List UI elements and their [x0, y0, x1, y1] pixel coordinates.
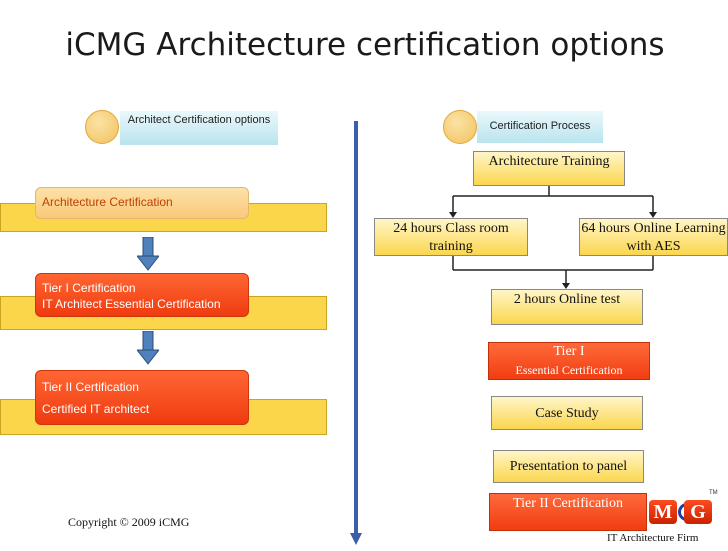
presentation-label: Presentation to panel — [509, 459, 628, 474]
online-test-box: 2 hours Online test — [491, 289, 643, 325]
tier1-essential-subtitle: Essential Certification — [515, 363, 623, 377]
tier1-certification-box: Tier I Certification IT Architect Essent… — [35, 273, 249, 317]
right-header-circle — [443, 110, 477, 144]
online-learning-box: 64 hours Online Learning with AES — [579, 218, 728, 256]
left-header-circle — [85, 110, 119, 144]
classroom-training-box: 24 hours Class room training — [374, 218, 528, 256]
copyright-text: Copyright © 2009 iCMG — [68, 515, 190, 529]
right-header-tab: Certification Process — [477, 111, 603, 143]
left-header-tab: Architect Certification options — [120, 111, 278, 145]
case-study-box: Case Study — [491, 396, 643, 430]
logo-letter-m: M — [649, 500, 677, 524]
case-study-label: Case Study — [535, 406, 599, 421]
down-arrow-icon — [135, 236, 161, 271]
right-header-label: Certification Process — [489, 120, 591, 132]
tier2-certification-box: Tier II Certification Certified IT archi… — [35, 370, 249, 425]
architecture-training-label: Architecture Training — [488, 154, 610, 169]
firm-caption: IT Architecture Firm — [607, 532, 699, 544]
tier2-certification-flow-label: Tier II Certification — [513, 496, 623, 511]
online-test-label: 2 hours Online test — [513, 292, 621, 307]
classroom-training-label: 24 hours Class room training — [393, 221, 509, 254]
architecture-certification-label: Architecture Certification — [42, 195, 173, 209]
presentation-box: Presentation to panel — [493, 450, 644, 483]
tier2-title: Tier II Certification — [42, 380, 139, 394]
vertical-divider-arrow — [350, 117, 362, 546]
online-learning-label: 64 hours Online Learning with AES — [581, 221, 726, 254]
tier1-essential-box: Tier I Essential Certification — [488, 342, 650, 380]
page-title: iCMG Architecture certification options — [65, 27, 665, 63]
left-header-label: Architect Certification options — [127, 114, 271, 126]
down-arrow-icon — [135, 330, 161, 365]
architecture-training-box: Architecture Training — [473, 151, 625, 186]
logo-letter-g: G — [684, 500, 712, 524]
tier1-essential-title: Tier I — [553, 344, 585, 359]
trademark-mark: TM — [709, 490, 718, 496]
tier2-certification-flow-box: Tier II Certification — [489, 493, 647, 531]
architecture-certification-box: Architecture Certification — [35, 187, 249, 219]
tier1-title: Tier I Certification — [42, 281, 136, 295]
tier1-subtitle: IT Architect Essential Certification — [42, 297, 221, 311]
tier2-subtitle: Certified IT architect — [42, 402, 150, 416]
